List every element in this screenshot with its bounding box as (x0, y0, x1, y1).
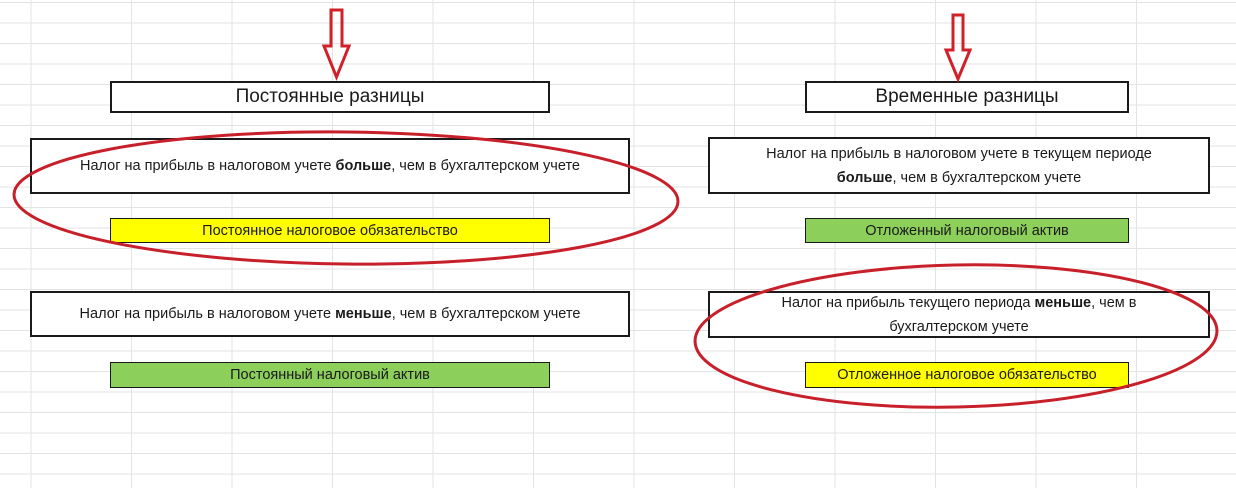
right-result1-label: Отложенный налоговый актив (865, 222, 1069, 239)
left-case1-box: Налог на прибыль в налоговом учете больш… (30, 138, 630, 194)
right-result2-label: Отложенное налоговое обязательство (837, 367, 1097, 383)
right-header-title: Временные разницы (875, 86, 1059, 107)
left-case2-box: Налог на прибыль в налоговом учете меньш… (30, 291, 630, 337)
left-result1-box: Постоянное налоговое обязательство (110, 218, 550, 243)
left-case1-text: Налог на прибыль в налоговом учете больш… (80, 158, 580, 174)
right-case1-text: Налог на прибыль в налоговом учете в тек… (766, 145, 1152, 186)
right-result1-box: Отложенный налоговый актив (805, 218, 1129, 243)
right-result2-box: Отложенное налоговое обязательство (805, 362, 1129, 388)
right-case2-text: Налог на прибыль текущего периода меньше… (781, 294, 1137, 335)
left-result1-label: Постоянное налоговое обязательство (202, 222, 458, 239)
right-case1-box: Налог на прибыль в налоговом учете в тек… (708, 137, 1210, 194)
left-result2-box: Постоянный налоговый актив (110, 362, 550, 388)
right-down-arrow-icon (943, 13, 973, 83)
left-result2-label: Постоянный налоговый актив (230, 367, 430, 383)
left-header-box: Постоянные разницы (110, 81, 550, 113)
left-header-title: Постоянные разницы (235, 86, 425, 107)
left-case2-text: Налог на прибыль в налоговом учете меньш… (79, 306, 581, 322)
right-header-box: Временные разницы (805, 81, 1129, 113)
left-down-arrow-icon (321, 8, 352, 82)
right-case2-box: Налог на прибыль текущего периода меньше… (708, 291, 1210, 338)
